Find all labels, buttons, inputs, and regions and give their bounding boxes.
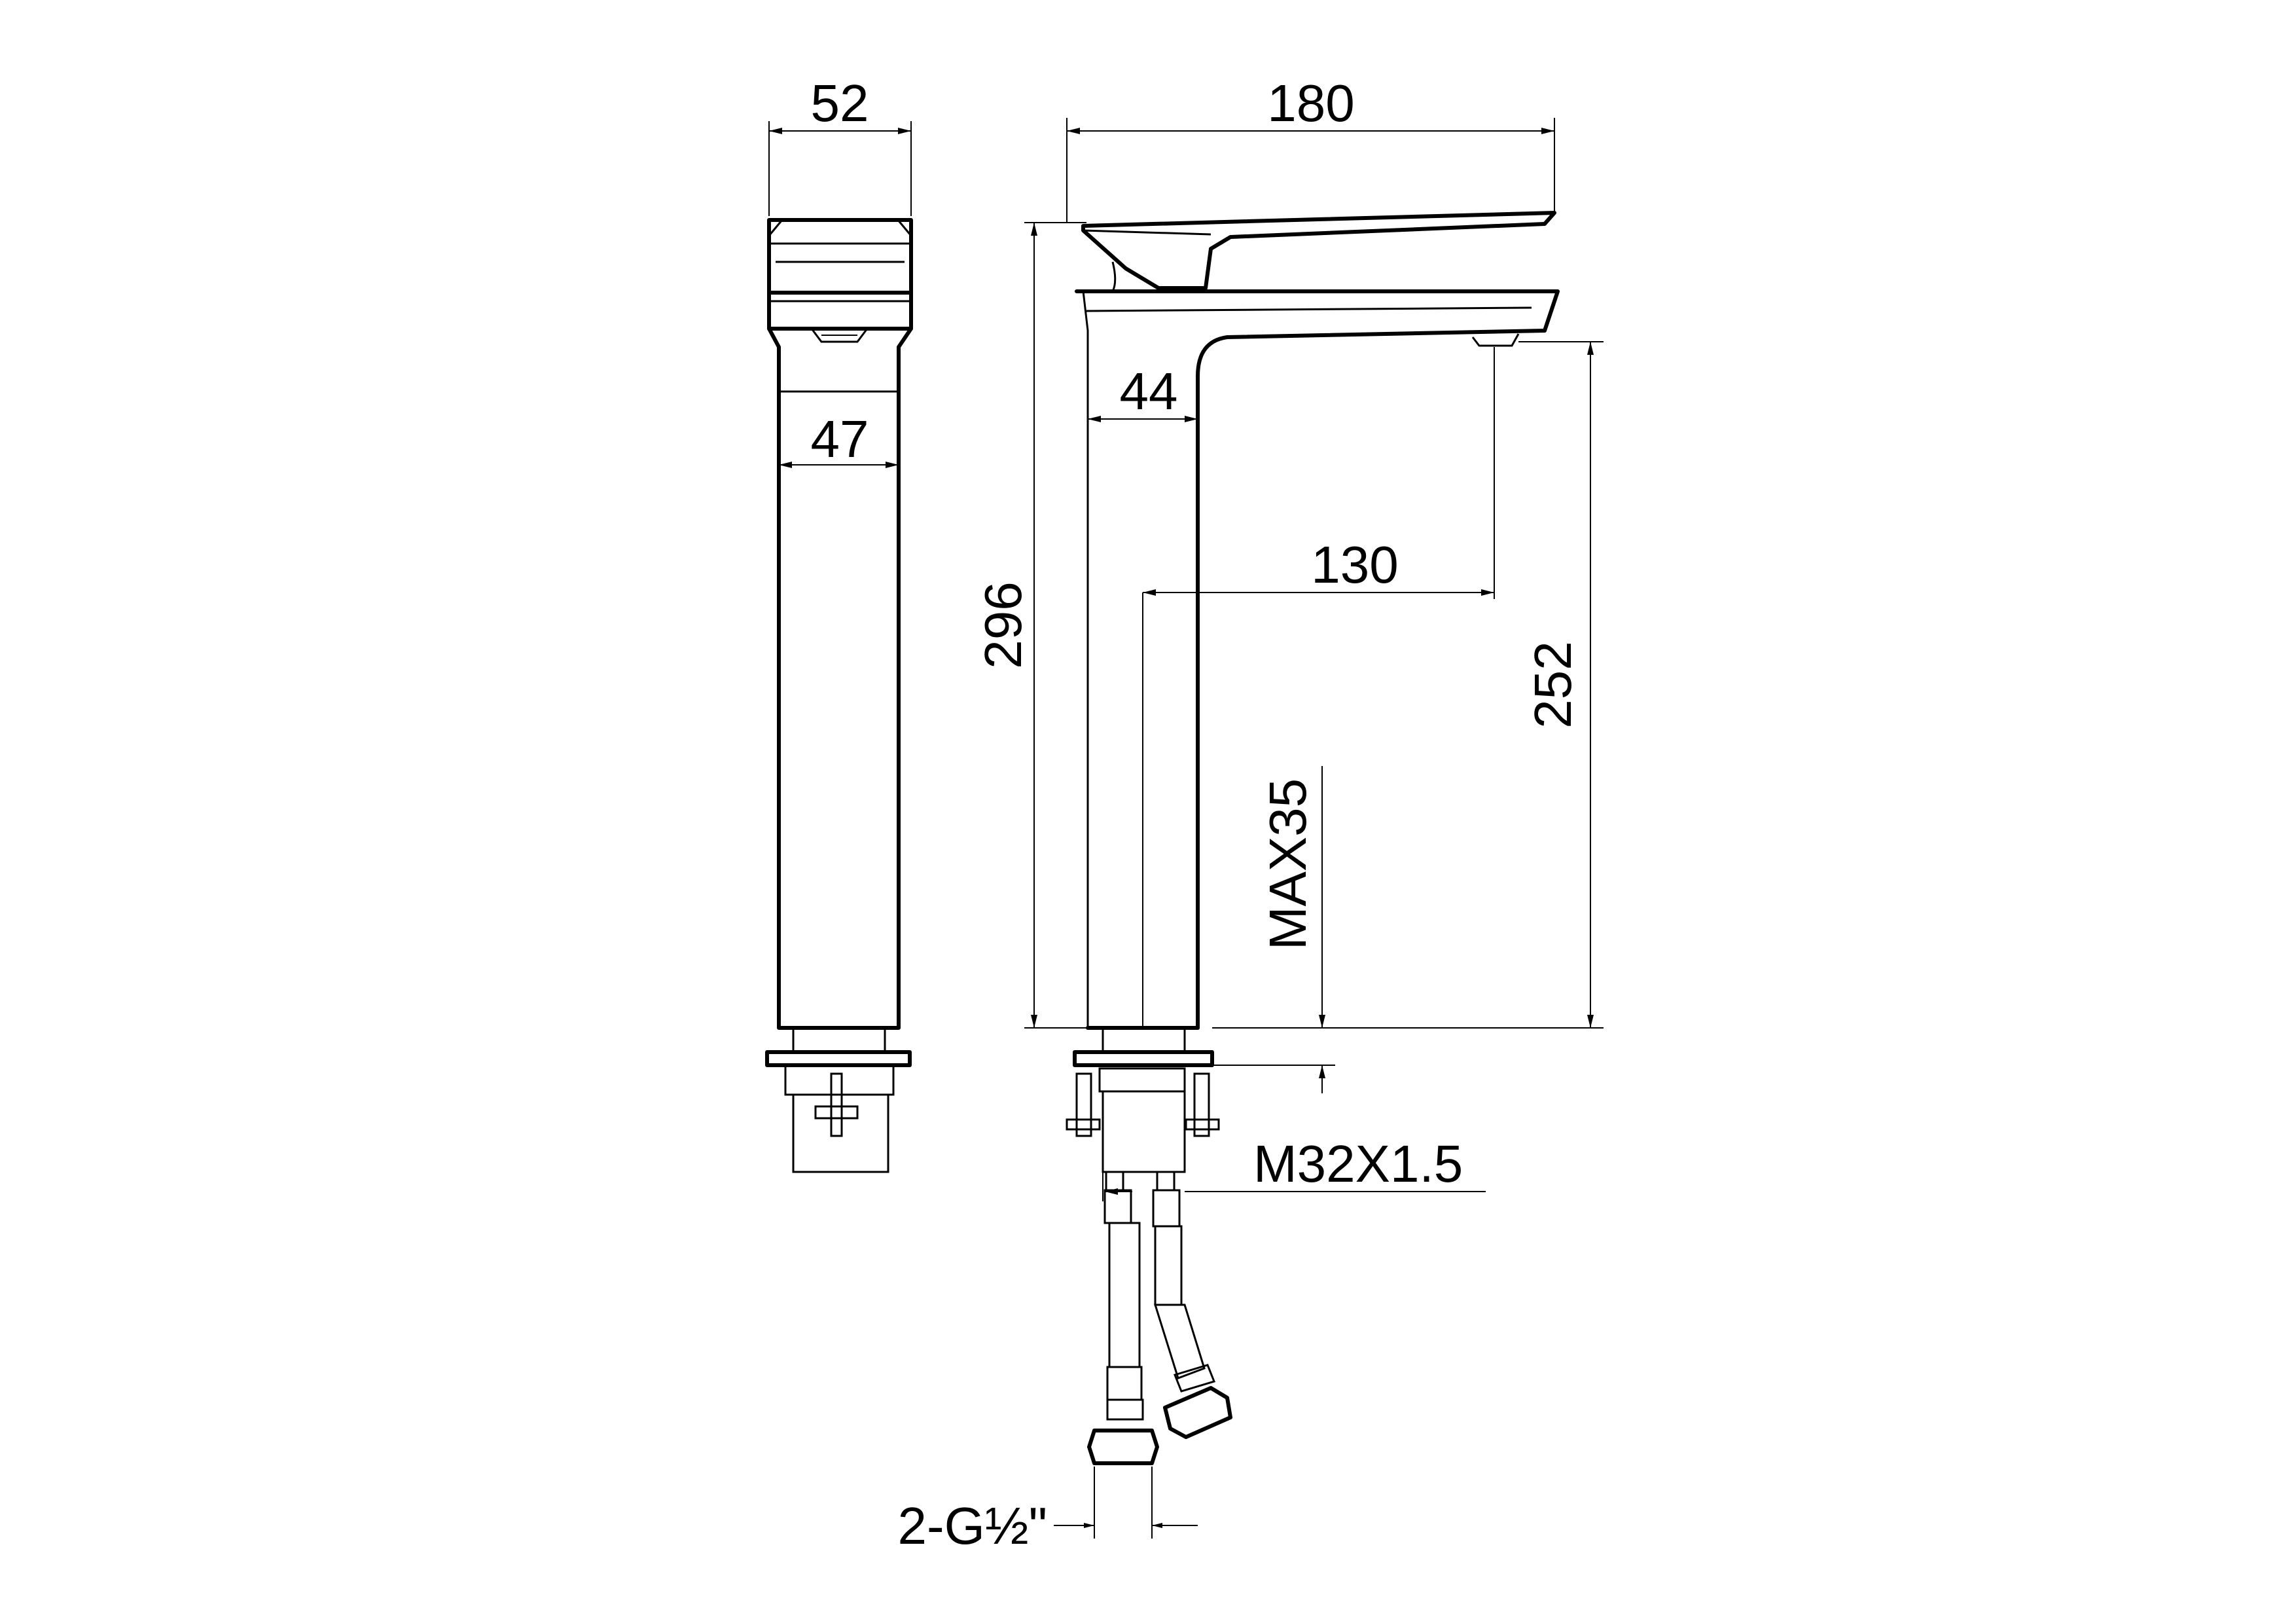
dim-label-thread: M32X1.5	[1253, 1135, 1463, 1193]
front-view	[1066, 211, 1560, 1465]
dimension-252: 252	[1212, 341, 1604, 1029]
dimension-130: 130	[1142, 347, 1495, 1028]
dimension-max35: MAX35	[1212, 766, 1335, 1093]
dim-label-252: 252	[1524, 641, 1582, 728]
dim-label-hose: 2-G½"	[898, 1497, 1047, 1555]
dimension-296: 296	[974, 222, 1086, 1029]
dim-label-47: 47	[811, 410, 869, 468]
dim-label-44: 44	[1120, 362, 1178, 420]
side-view	[765, 218, 913, 1173]
dimension-180: 180	[1066, 74, 1555, 223]
dimension-44: 44	[1088, 362, 1198, 422]
dim-label-180: 180	[1267, 74, 1354, 132]
dim-label-52: 52	[811, 74, 869, 132]
dimension-47: 47	[779, 410, 899, 468]
dim-label-130: 130	[1311, 536, 1398, 594]
dimension-hose-connection: 2-G½"	[898, 1467, 1198, 1555]
dim-label-296: 296	[974, 581, 1032, 668]
hose-right	[1152, 1171, 1232, 1439]
dimension-52: 52	[768, 74, 912, 216]
hose-left	[1087, 1171, 1159, 1465]
dim-label-max35: MAX35	[1259, 778, 1317, 950]
dimension-thread: M32X1.5	[1102, 1135, 1486, 1201]
